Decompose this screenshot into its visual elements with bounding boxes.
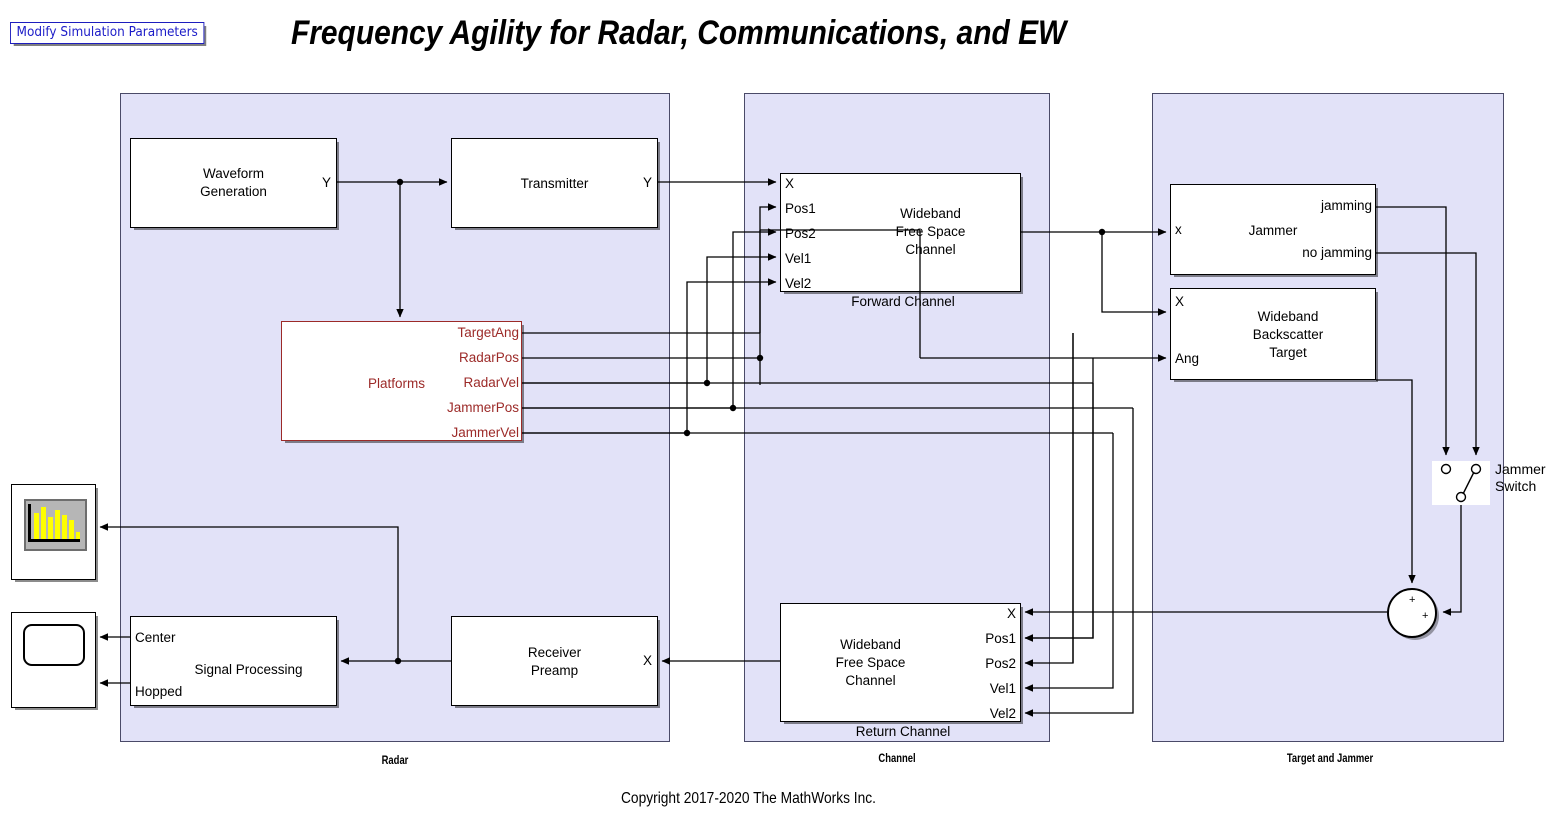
block-scope[interactable] xyxy=(11,612,96,708)
port-out-targetang: TargetAng xyxy=(457,325,519,340)
block-title: Transmitter xyxy=(520,176,589,191)
port-in-x: X xyxy=(785,176,795,191)
copyright-text: Copyright 2017-2020 The MathWorks Inc. xyxy=(621,790,876,807)
port-out-jamming: jamming xyxy=(1320,198,1372,213)
panel-label-radar: Radar xyxy=(381,755,409,767)
page-title: Frequency Agility for Radar, Communicati… xyxy=(291,14,1067,52)
port-in-vel1: Vel1 xyxy=(785,251,812,266)
port-in-vel2: Vel2 xyxy=(989,706,1016,721)
caption-return-channel: Return Channel xyxy=(855,724,951,739)
block-sum[interactable]: + + xyxy=(1387,588,1437,638)
port-out-hopped: Hopped xyxy=(135,684,183,699)
block-forward-channel[interactable]: Wideband Free Space Channel X Pos1 Pos2 … xyxy=(780,173,1021,292)
block-return-channel[interactable]: Wideband Free Space Channel X Pos1 Pos2 … xyxy=(780,603,1021,722)
block-title: Signal Processing xyxy=(194,662,303,677)
port-in-vel1: Vel1 xyxy=(989,681,1016,696)
label-jammer-switch: Jammer Switch xyxy=(1495,461,1546,494)
sum-sign-top: + xyxy=(1409,594,1416,606)
port-in-x: X xyxy=(1175,294,1185,309)
block-title: Jammer xyxy=(1248,223,1298,238)
port-in-pos1: Pos1 xyxy=(785,201,816,216)
sum-sign-right: + xyxy=(1422,610,1429,622)
block-title: Platforms xyxy=(368,376,426,391)
port-in-x: X xyxy=(642,653,652,668)
port-out-center: Center xyxy=(135,630,176,645)
port-out-radarpos: RadarPos xyxy=(458,350,519,365)
block-jammer[interactable]: Jammer x jamming no jamming xyxy=(1170,184,1376,275)
block-title: Wideband Backscatter Target xyxy=(1252,309,1324,360)
port-in-pos2: Pos2 xyxy=(785,226,816,241)
block-signal-processing[interactable]: Signal Processing Center Hopped xyxy=(130,616,337,706)
panel-label-channel: Channel xyxy=(878,753,916,765)
spectrum-analyzer-icon xyxy=(24,499,87,551)
block-title: Waveform Generation xyxy=(200,166,267,199)
port-out-y: Y xyxy=(642,175,652,190)
block-title: Wideband Free Space Channel xyxy=(835,637,906,688)
scope-icon xyxy=(23,624,85,666)
manual-switch-icon xyxy=(1440,463,1482,503)
block-title: Wideband Free Space Channel xyxy=(895,206,966,257)
caption-forward-channel: Forward Channel xyxy=(851,294,955,309)
panel-label-target-and-jammer: Target and Jammer xyxy=(1286,753,1374,765)
port-in-vel2: Vel2 xyxy=(785,276,812,291)
block-title: Receiver Preamp xyxy=(527,645,582,678)
port-out-y: Y xyxy=(321,175,331,190)
block-wideband-backscatter-target[interactable]: Wideband Backscatter Target X Ang xyxy=(1170,288,1376,380)
block-spectrum-analyzer[interactable] xyxy=(11,484,96,580)
block-transmitter[interactable]: Transmitter Y xyxy=(451,138,658,228)
port-out-radarvel: RadarVel xyxy=(463,375,519,390)
port-out-jammervel: JammerVel xyxy=(451,425,519,440)
block-receiver-preamp[interactable]: Receiver Preamp X xyxy=(451,616,658,706)
port-in-pos1: Pos1 xyxy=(985,631,1016,646)
port-in-x: X xyxy=(1006,606,1016,621)
port-out-no-jamming: no jamming xyxy=(1302,245,1372,260)
block-platforms[interactable]: Platforms TargetAng RadarPos RadarVel Ja… xyxy=(281,321,522,441)
port-out-jammerpos: JammerPos xyxy=(446,400,519,415)
spectrum-bars-icon xyxy=(28,504,80,542)
block-waveform-generation[interactable]: Waveform Generation Y xyxy=(130,138,337,228)
block-jammer-switch[interactable] xyxy=(1432,461,1490,505)
port-in-pos2: Pos2 xyxy=(985,656,1016,671)
port-in-x: x xyxy=(1175,222,1182,237)
port-in-ang: Ang xyxy=(1175,351,1200,366)
modify-simulation-parameters-button[interactable]: Modify Simulation Parameters xyxy=(10,22,205,44)
